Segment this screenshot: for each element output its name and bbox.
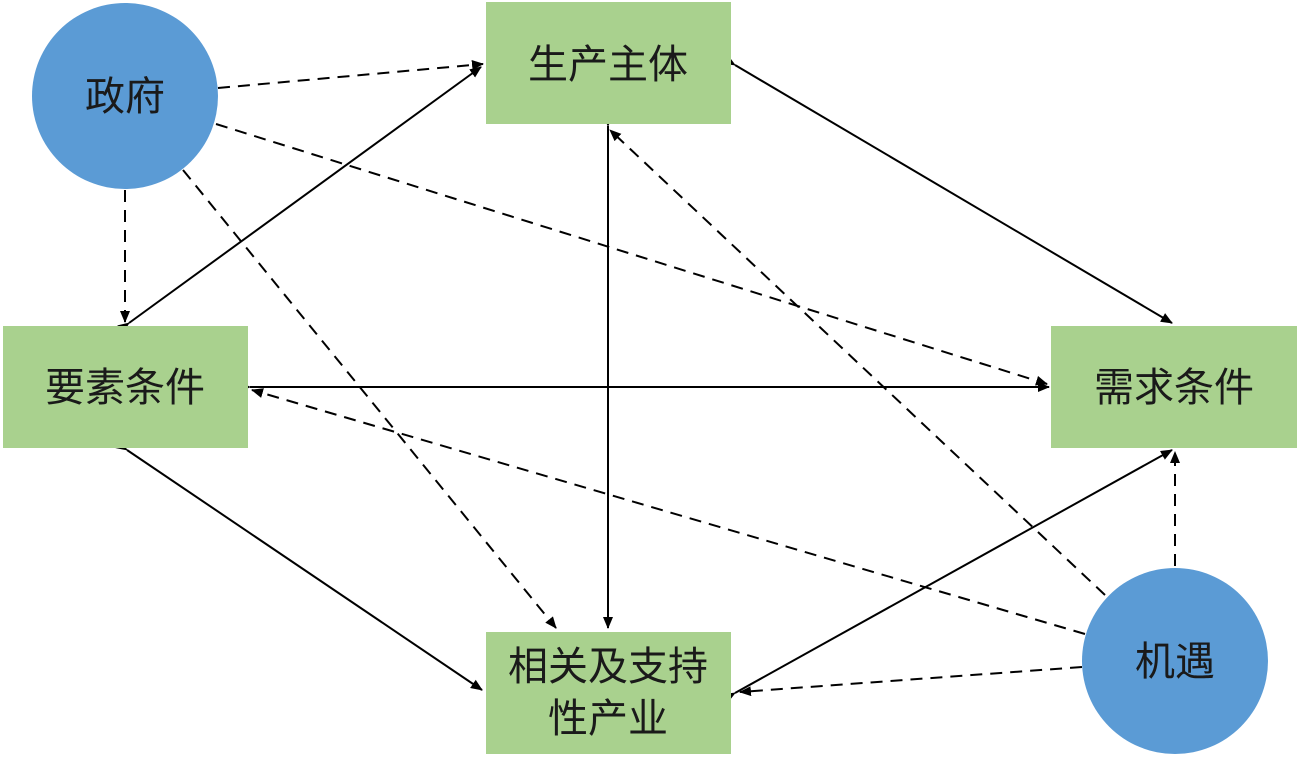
- dashed-links: [120, 60, 1180, 697]
- link-related-demand: [722, 449, 1173, 703]
- node-government: 政府: [32, 3, 218, 189]
- node-producer-label: 生产主体: [528, 42, 688, 88]
- node-demand-label: 需求条件: [1094, 365, 1254, 411]
- node-related: 相关及支持 性产业: [486, 632, 731, 754]
- node-factor-label: 要素条件: [45, 365, 205, 411]
- chance-to-factor: [251, 388, 1086, 635]
- node-related-label-line2: 性产业: [548, 696, 668, 742]
- link-factor-producer: [117, 66, 482, 334]
- node-producer: 生产主体: [486, 2, 731, 124]
- gov-to-demand: [215, 123, 1048, 386]
- node-chance: 机遇: [1082, 568, 1268, 754]
- chance-to-related: [739, 666, 1083, 697]
- node-government-label: 政府: [85, 74, 165, 120]
- node-factor: 要素条件: [3, 326, 248, 448]
- gov-to-producer: [217, 60, 484, 89]
- link-producer-demand: [722, 55, 1173, 324]
- node-demand: 需求条件: [1051, 326, 1297, 448]
- link-factor-related: [115, 439, 483, 691]
- node-related-label-line1: 相关及支持: [508, 644, 708, 690]
- chance-to-producer: [609, 129, 1106, 596]
- node-chance-label: 机遇: [1135, 639, 1215, 685]
- solid-links: [115, 55, 1173, 703]
